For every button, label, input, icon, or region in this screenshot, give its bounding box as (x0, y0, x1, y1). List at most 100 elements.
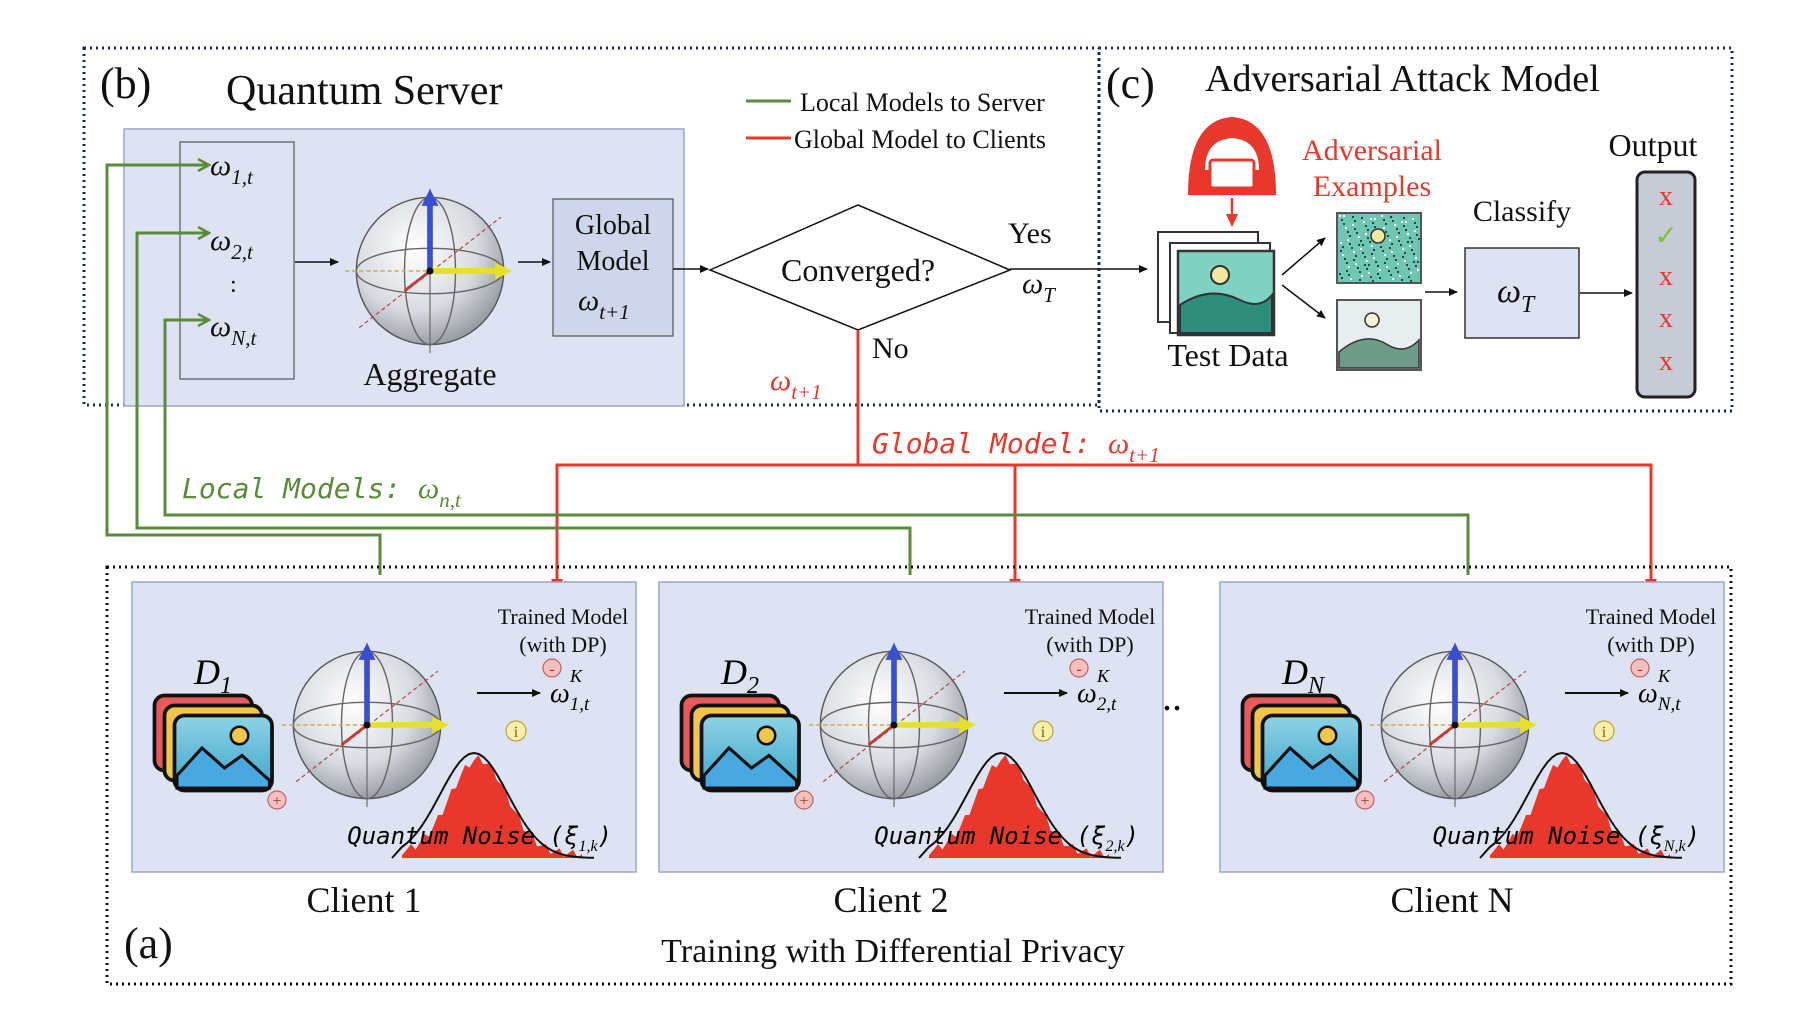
local-weight-symbol: ω1,t (210, 149, 254, 189)
minus-state-marker (1069, 658, 1089, 678)
noise-curve (1479, 751, 1683, 859)
trained-model-dp-label: (with DP) (1046, 632, 1133, 657)
server-title: Quantum Server (226, 68, 502, 114)
trained-weight-superscript: K (1096, 666, 1110, 686)
panel-letter-b: (b) (100, 59, 151, 108)
adversarial-line2: Examples (1313, 170, 1431, 203)
output-check-mark: ✓ (1654, 221, 1677, 252)
dataset-photo-icon (1240, 693, 1362, 793)
aggregate-label: Aggregate (363, 356, 496, 392)
trained-weight-symbol: ωN,t (1638, 678, 1681, 715)
no-label: No (872, 332, 909, 365)
noise-histogram (929, 755, 1109, 858)
output-x-mark: x (1659, 303, 1673, 334)
plus-state-label: + (272, 793, 281, 810)
minus-state-label: - (1637, 661, 1642, 678)
client-panel: D2 - + i Trained Model (with DP) ω2,tK Quantum … (658, 581, 1164, 920)
output-column (1635, 170, 1697, 399)
dataset-symbol: DN (1281, 652, 1326, 699)
global-model-box (552, 198, 674, 337)
local-weight-symbol: ω2,t (210, 224, 254, 264)
i-state-marker (505, 720, 527, 742)
panel-letter-c: (c) (1106, 59, 1155, 108)
hacker-icon (1188, 117, 1276, 195)
global-model-flow-label: Global Model: ωt+1 (872, 427, 1160, 467)
quantum-noise-label: Quantum Noise (ξ1,k) (347, 822, 612, 855)
local-models-flow-label: Local Models: ωn,t (182, 472, 462, 512)
yes-label: Yes (1008, 217, 1052, 250)
weights-ellipsis: : (230, 272, 237, 298)
trained-model-dp-label: (with DP) (519, 632, 606, 657)
converged-label: Converged? (781, 252, 935, 288)
minus-state-label: - (1076, 661, 1081, 678)
noise-curve (918, 751, 1122, 859)
client-name: Client N (1391, 880, 1514, 920)
trained-model-label: Trained Model (1025, 604, 1156, 629)
client-panel: D1 - + i Trained Model (with DP) ω1,tK Quantum … (131, 581, 637, 920)
panel-letter-a: (a) (124, 919, 173, 968)
clients-panel-border (105, 565, 1733, 986)
classifier-symbol: ωT (1497, 273, 1536, 318)
trained-weight-superscript: K (1657, 666, 1671, 686)
trained-weight-symbol: ω1,t (550, 678, 590, 715)
legend-global-label: Global Model to Clients (794, 125, 1046, 154)
quantum-noise-label: Quantum Noise (ξ2,k) (874, 822, 1139, 855)
quantum-noise-label: Quantum Noise (ξN,k) (1433, 822, 1700, 855)
clean-example-image (1336, 299, 1422, 371)
global-model-to-clientN (858, 463, 1657, 592)
test-data-icon (1157, 231, 1276, 337)
noise-histogram (1490, 755, 1670, 858)
arrow-to-clean (1281, 284, 1326, 319)
dataset-symbol: D1 (193, 652, 232, 699)
dataset-photo-icon (679, 693, 801, 793)
i-state-marker (1593, 720, 1615, 742)
noise-histogram (402, 755, 582, 858)
output-x-mark: x (1659, 261, 1673, 292)
global-model-line1: Global (575, 210, 651, 241)
converged-decision (708, 204, 1012, 331)
i-state-label: i (1041, 724, 1046, 741)
plus-state-marker (267, 790, 287, 810)
dataset-symbol: D2 (720, 652, 759, 699)
plus-state-label: + (799, 793, 808, 810)
adversarial-line1: Adversarial (1302, 134, 1442, 167)
i-state-label: i (514, 724, 519, 741)
classifier-box (1464, 247, 1580, 339)
client1-local-to-server (105, 165, 382, 575)
test-data-label: Test Data (1167, 337, 1288, 373)
weights-box (179, 141, 295, 380)
output-label: Output (1609, 127, 1698, 163)
noise-curve (391, 751, 595, 859)
dataset-photo-icon (152, 693, 274, 793)
clients-ellipsis: .. (1162, 674, 1182, 719)
global-model-symbol: ωt+1 (578, 284, 630, 324)
minus-state-label: - (549, 661, 554, 678)
trained-model-dp-label: (with DP) (1607, 632, 1694, 657)
attack-title: Adversarial Attack Model (1205, 58, 1600, 100)
i-state-label: i (1602, 724, 1607, 741)
yes-weight-symbol: ωT (1022, 267, 1056, 307)
client-name: Client 2 (834, 880, 949, 920)
clients-caption: Training with Differential Privacy (661, 933, 1125, 970)
client2-local-to-server (135, 233, 912, 575)
clientN-local-to-server (163, 320, 1470, 575)
trained-model-label: Trained Model (1586, 604, 1717, 629)
output-x-mark: x (1659, 181, 1673, 212)
client-panel: DN - + i Trained Model (with DP) ωN,tK Quantum … (1219, 581, 1725, 920)
global-model-line2: Model (576, 246, 649, 277)
trained-weight-superscript: K (569, 666, 583, 686)
adversarial-example-image (1336, 212, 1422, 284)
local-weight-symbol: ωN,t (210, 310, 257, 350)
trained-model-label: Trained Model (498, 604, 629, 629)
output-x-mark: x (1659, 346, 1673, 377)
arrow-to-adversarial (1281, 237, 1326, 276)
trained-weight-symbol: ω2,t (1077, 678, 1117, 715)
no-weight-symbol: ωt+1 (770, 364, 822, 404)
plus-state-label: + (1360, 793, 1369, 810)
client-name: Client 1 (307, 880, 422, 920)
legend-local-label: Local Models to Server (800, 88, 1045, 117)
classify-label: Classify (1473, 195, 1571, 228)
plus-state-marker (1355, 790, 1375, 810)
i-state-marker (1032, 720, 1054, 742)
